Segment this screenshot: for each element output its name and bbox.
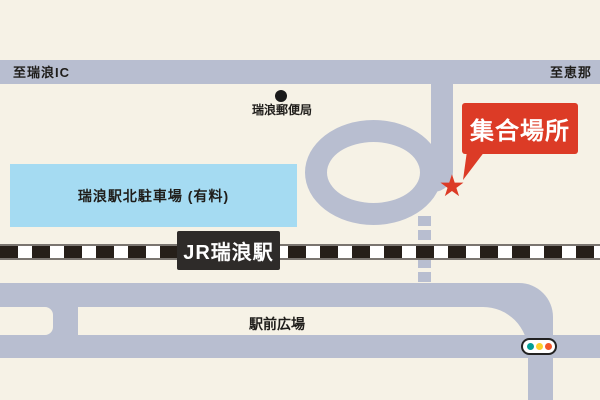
- destination-label-mizunami-ic: 至瑞浪IC: [13, 65, 71, 80]
- traffic-light-red-dot: [544, 343, 552, 350]
- rotary-access-road: [431, 84, 453, 192]
- destination-label-ena: 至恵那: [549, 65, 592, 80]
- top-road: [0, 60, 600, 84]
- traffic-light-icon: [521, 338, 557, 355]
- post-office-dot-icon: [275, 90, 287, 102]
- plaza-left-island: [0, 307, 53, 335]
- rotary-road: [305, 120, 442, 225]
- station-name-label: JR瑞浪駅: [183, 242, 274, 264]
- north-parking-label: 瑞浪駅北駐車場 (有料): [77, 187, 230, 204]
- traffic-light-yellow-dot: [535, 343, 543, 350]
- railway-line: [0, 244, 600, 260]
- plaza-lower-road: [0, 335, 600, 358]
- north-parking-area: 瑞浪駅北駐車場 (有料): [10, 164, 297, 227]
- meeting-point-star-icon: ★: [438, 169, 466, 204]
- meeting-point-label: 集合場所: [470, 118, 570, 145]
- station-name-box: JR瑞浪駅: [177, 231, 280, 270]
- plaza-label: 駅前広場: [249, 316, 305, 332]
- plaza-upper-road: [0, 283, 500, 307]
- callout-tail: [463, 151, 485, 180]
- meeting-point-callout: 集合場所: [462, 103, 578, 154]
- traffic-light-green-dot: [526, 343, 534, 350]
- post-office-label: 瑞浪郵便局: [251, 103, 312, 117]
